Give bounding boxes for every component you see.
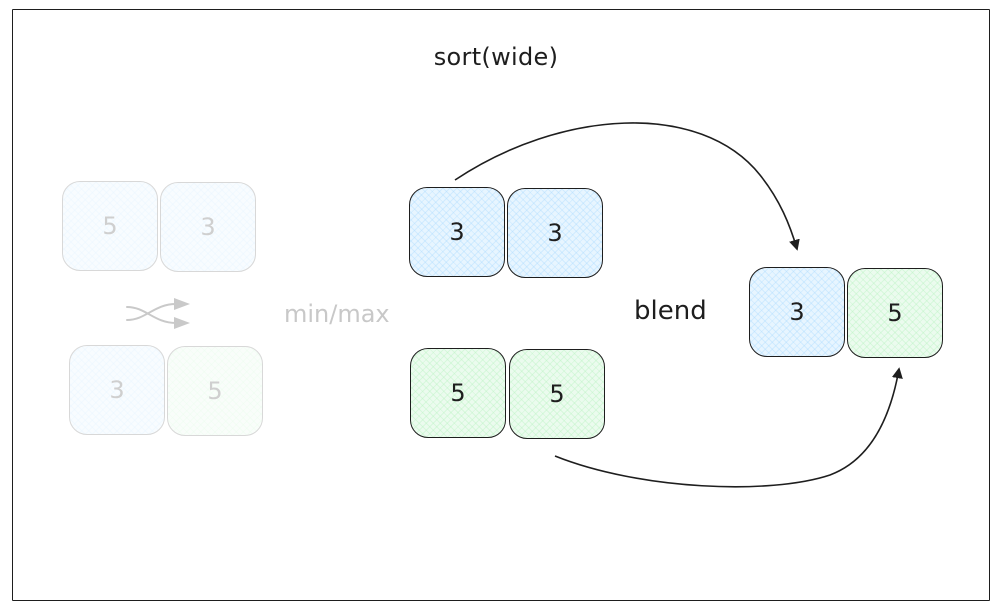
min-cell-1: 3 [409,187,505,277]
blend-label: blend [634,296,707,326]
input-bottom-cell-1: 3 [69,345,165,435]
input-top-cell-2: 3 [160,182,256,272]
input-top-cell-1: 5 [62,181,158,271]
minmax-label: min/max [284,300,390,328]
diagram-title: sort(wide) [433,43,559,71]
input-bottom-cell-2: 5 [167,346,263,436]
shuffle-icon [126,298,190,329]
result-cell-min: 3 [749,267,845,357]
min-cell-2: 3 [507,188,603,278]
max-cell-2: 5 [509,349,605,439]
max-cell-1: 5 [410,348,506,438]
result-cell-max: 5 [847,268,943,358]
